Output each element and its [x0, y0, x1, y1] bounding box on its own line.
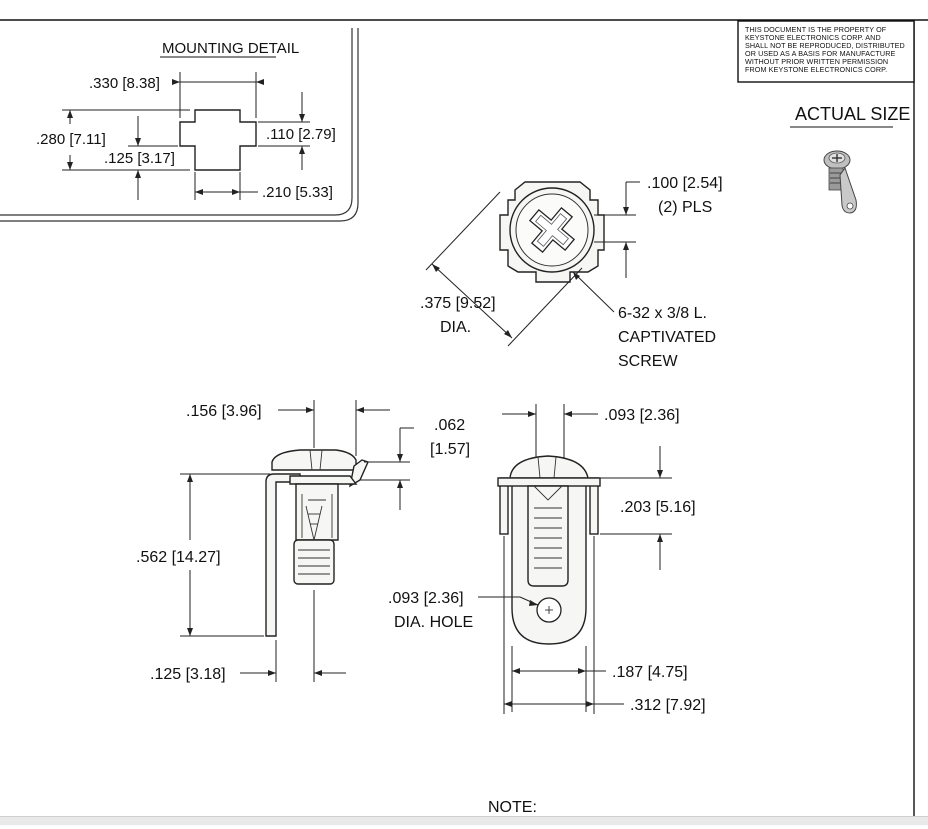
top-view: .100 [2.54] (2) PLS .375 [9.52] DIA. 6-3…	[420, 175, 723, 370]
mounting-detail-frame	[0, 28, 359, 222]
viewer-bottom-edge	[0, 816, 928, 825]
screw-callout-line1: 6-32 x 3/8 L.	[618, 305, 707, 322]
sheet-border	[0, 19, 928, 816]
notice-box: THIS DOCUMENT IS THE PROPERTY OF KEYSTON…	[737, 20, 915, 83]
dim-front-width: .312 [7.92]	[630, 697, 706, 714]
notice-line: THIS DOCUMENT IS THE PROPERTY OF	[745, 25, 887, 34]
terminal-thumbnail	[823, 150, 857, 214]
dim-mount-slot: .210 [5.33]	[262, 184, 333, 201]
mounting-detail: MOUNTING DETAIL .330 [8.38] .280 [7.11] …	[36, 40, 336, 201]
dim-mount-width: .330 [8.38]	[89, 75, 160, 92]
side-view: .156 [3.96] .062 [1.57] .562 [14.27] .12…	[136, 400, 470, 683]
dim-mount-offset: .125 [3.17]	[104, 150, 175, 167]
dim-side-head: .156 [3.96]	[186, 403, 262, 420]
mounting-detail-title: MOUNTING DETAIL	[162, 40, 299, 57]
dim-mount-tab: .110 [2.79]	[266, 126, 336, 143]
actual-size-label: ACTUAL SIZE	[795, 104, 910, 124]
notice-line: OR USED AS A BASIS FOR MANUFACTURE	[745, 49, 895, 58]
notice-line: SHALL NOT BE REPRODUCED, DISTRIBUTED	[745, 41, 905, 50]
front-view: .093 [2.36] .203 [5.16] .093 [2.36] DIA.…	[388, 404, 706, 714]
dim-side-tab: .062	[434, 417, 465, 434]
notice-line: WITHOUT PRIOR WRITTEN PERMISSION	[745, 57, 888, 66]
dim-side-leg: .125 [3.18]	[150, 666, 226, 683]
notice-line: FROM KEYSTONE ELECTRONICS CORP.	[745, 65, 887, 74]
dim-front-lug: .187 [4.75]	[612, 664, 688, 681]
dim-front-body: .203 [5.16]	[620, 499, 696, 516]
hole-callout-label: DIA. HOLE	[394, 614, 473, 631]
dim-top-tab-qty: (2) PLS	[658, 199, 712, 216]
hole-callout-size: .093 [2.36]	[388, 590, 464, 607]
dim-front-top: .093 [2.36]	[604, 407, 680, 424]
dim-top-diameter-unit: DIA.	[440, 319, 471, 336]
dim-side-height: .562 [14.27]	[136, 549, 221, 566]
dim-top-diameter: .375 [9.52]	[420, 295, 496, 312]
dim-mount-height: .280 [7.11]	[36, 131, 106, 148]
notice-line: KEYSTONE ELECTRONICS CORP. AND	[745, 33, 881, 42]
actual-size: ACTUAL SIZE	[790, 104, 910, 214]
dim-side-tab-metric: [1.57]	[430, 441, 470, 458]
screw-callout-line3: SCREW	[618, 353, 678, 370]
note-label: NOTE:	[488, 799, 537, 816]
dim-top-tab: .100 [2.54]	[647, 175, 723, 192]
screw-callout-line2: CAPTIVATED	[618, 329, 716, 346]
